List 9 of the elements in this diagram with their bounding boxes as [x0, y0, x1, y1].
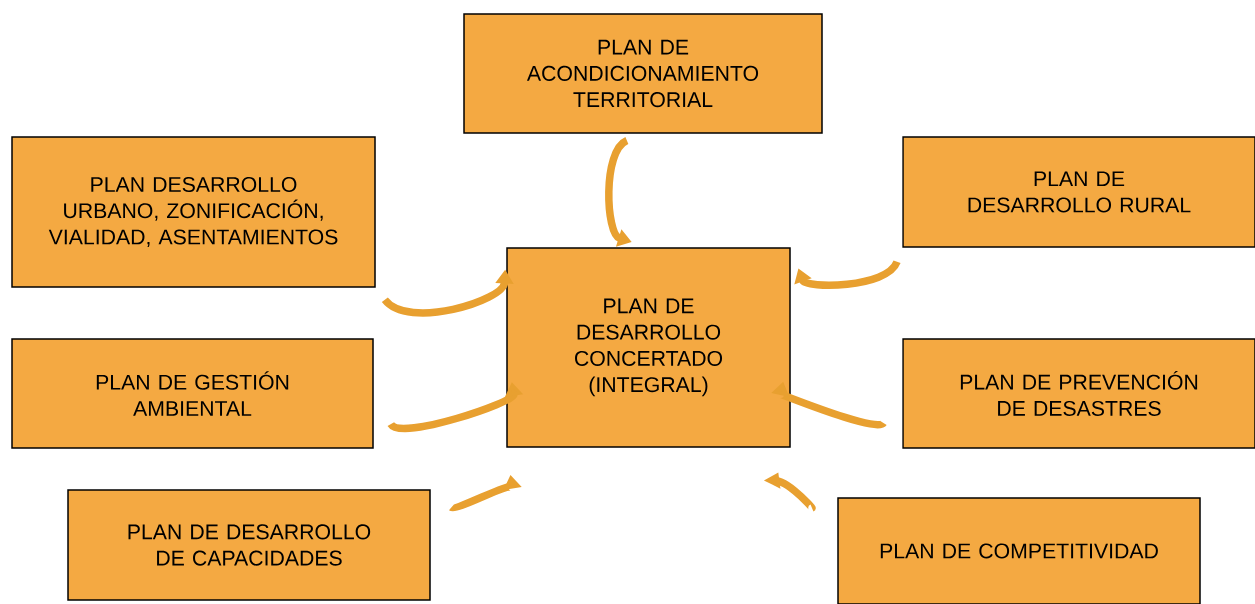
plan-box: PLAN DE DESARROLLO RURAL	[902, 136, 1255, 248]
plan-box: PLAN DE ACONDICIONAMIENTO TERRITORIAL	[463, 13, 823, 134]
curved-arrow	[794, 259, 901, 289]
plan-box: PLAN DE PREVENCIÓN DE DESASTRES	[902, 338, 1255, 449]
plan-box: PLAN DE DESARROLLO DE CAPACIDADES	[67, 489, 431, 601]
plan-box: PLAN DESARROLLO URBANO, ZONIFICACIÓN, VIALIDAD, ASENTAMIENTOS	[11, 136, 376, 288]
plan-box: PLAN DE GESTIÓN AMBIENTAL	[11, 338, 374, 449]
plan-box: PLAN DE DESARROLLO CONCERTADO (INTEGRAL)	[506, 247, 791, 448]
plan-box: PLAN DE COMPETITIVIDAD	[837, 497, 1201, 604]
